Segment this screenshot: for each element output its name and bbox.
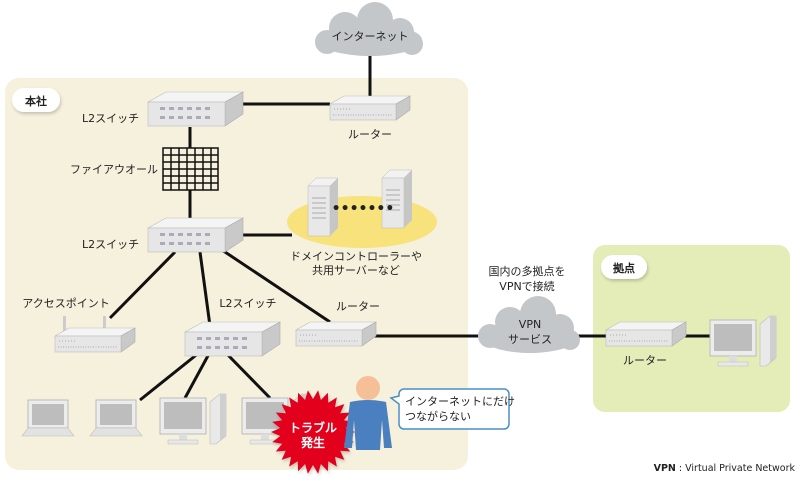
vpn-caption-line1: 国内の多拠点を <box>489 264 566 278</box>
branch-router-label: ルーター <box>623 354 667 367</box>
trouble-label-line2: 発生 <box>300 435 325 450</box>
laptop-icon <box>21 399 75 437</box>
trouble-burst-icon <box>271 390 355 474</box>
callout-line2: つながらない <box>405 409 471 423</box>
l2-switch-floor-label: L2スイッチ <box>219 297 276 310</box>
footnote-separator: : <box>676 463 685 474</box>
l2-switch-floor-icon <box>184 321 281 357</box>
footnote-definition: Virtual Private Network <box>685 463 795 474</box>
connection-lines <box>108 55 712 402</box>
branch-title: 拠点 <box>613 261 635 275</box>
branch-router-icon <box>605 321 687 347</box>
server-icon <box>381 169 413 229</box>
access-point-label: アクセスポイント <box>22 297 109 310</box>
footnote: VPN : Virtual Private Network <box>654 463 796 474</box>
l2-switch-top-label: L2スイッチ <box>82 112 139 125</box>
callout-bubble <box>389 388 510 430</box>
hq-title: 本社 <box>25 94 47 108</box>
branch-title-badge <box>601 255 647 279</box>
trouble-label-line1: トラブル <box>289 420 337 435</box>
l2-switch-core-icon <box>147 217 244 253</box>
ellipsis-dots: ••••••• <box>332 201 395 217</box>
hq-panel <box>5 78 468 470</box>
user-person-icon <box>344 376 392 450</box>
internet-cloud-label: インターネット <box>332 30 409 43</box>
l2-switch-top-icon <box>147 91 244 127</box>
laptop-icon <box>89 399 143 437</box>
branch-panel <box>593 245 790 412</box>
servers-label-line1: ドメインコントローラーや <box>290 250 422 263</box>
access-point-icon <box>54 316 136 353</box>
vpn-cloud-line2: サービス <box>508 333 552 346</box>
vpn-cloud-icon <box>478 296 580 353</box>
router-internet-label: ルーター <box>348 128 392 141</box>
l2-switch-core-label: L2スイッチ <box>82 238 139 251</box>
vpn-cloud-line1: VPN <box>519 318 541 331</box>
router-vpn-icon <box>295 321 377 347</box>
firewall-label: ファイアウオール <box>70 163 158 176</box>
vpn-caption-line2: VPNで接続 <box>499 279 554 293</box>
internet-cloud-icon <box>315 2 423 56</box>
footnote-abbr: VPN <box>654 463 676 474</box>
firewall-icon <box>162 147 219 191</box>
router-vpn-label: ルーター <box>336 300 380 313</box>
router-internet-icon <box>329 95 411 121</box>
callout-line1: インターネットにだけ <box>405 395 515 408</box>
hq-title-badge <box>12 88 60 112</box>
servers-label-line2: 共用サーバーなど <box>312 264 400 277</box>
